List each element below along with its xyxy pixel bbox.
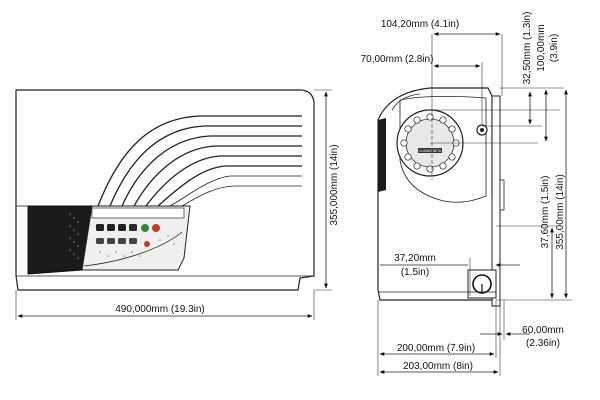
side-dim-203: 203,00mm (8in) (403, 361, 473, 372)
side-front-bumper (378, 118, 386, 192)
side-dim-32-50: 32,50mm (1.3in) (522, 12, 533, 85)
front-width-dimension: 490,000mm (19.3in) (115, 304, 205, 315)
side-dim-70: 70,00mm (2.8in) (361, 54, 434, 65)
side-dim-60-a: 60,00mm (522, 325, 564, 336)
front-panel-arc (83, 231, 183, 267)
side-dim-100-a: 100,00mm (536, 24, 547, 71)
side-dim-37-20-a: 37,20mm (394, 253, 436, 264)
side-dim-37-60: 37,60mm (1.5in) (540, 176, 551, 249)
front-panel-buttons (96, 224, 160, 247)
front-height-dimension: 355,000mm (14in) (329, 144, 340, 225)
side-bottom-connector (467, 269, 497, 299)
front-control-panel (81, 205, 191, 271)
front-view: 355,000mm (14in) 490,000mm (19.3in) (15, 89, 340, 320)
front-display-window (91, 207, 185, 219)
front-indicator-dots (69, 213, 175, 259)
side-dim-104: 104,20mm (4.1in) (381, 19, 459, 30)
side-cover (399, 96, 487, 203)
side-dim-60-b: (2.36in) (526, 338, 560, 349)
side-dim-355: 355,00mm (14in) (555, 174, 566, 250)
side-dim-37-20-b: (1.5in) (401, 267, 429, 278)
side-dim-100-b: (3.9in) (549, 34, 560, 62)
side-view: CLIMAVENETA 104,20mm (4.1in) 70,00mm (2.… (361, 12, 572, 376)
front-dark-panel (27, 205, 93, 275)
side-logo: CLIMAVENETA (419, 149, 442, 153)
side-dim-200: 200,00mm (7.9in) (397, 343, 475, 354)
front-curved-stripes (97, 115, 302, 207)
